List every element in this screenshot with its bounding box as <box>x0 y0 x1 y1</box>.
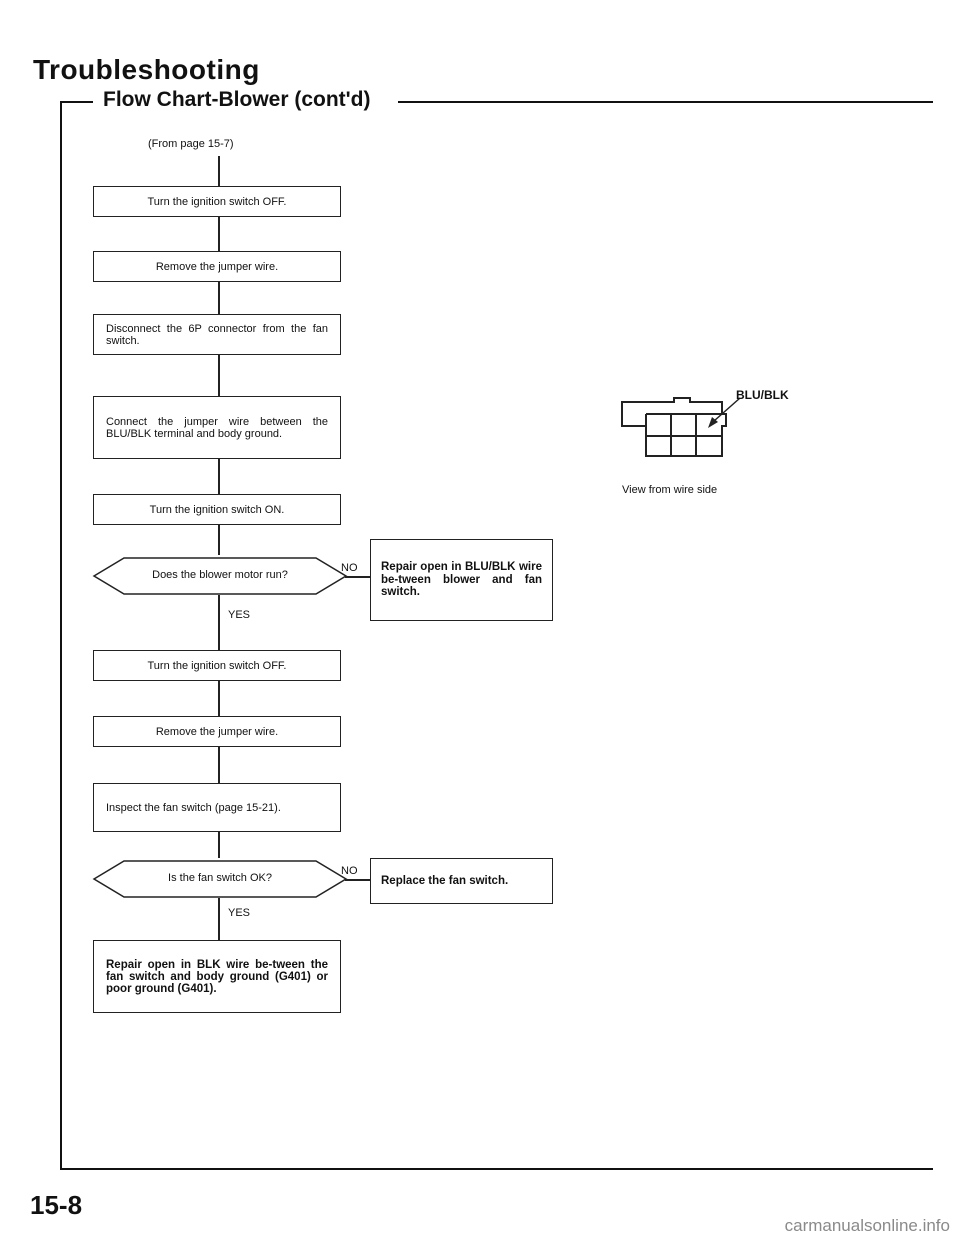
step-box: Inspect the fan switch (page 15-21). <box>93 783 341 832</box>
step-box: Remove the jumper wire. <box>93 716 341 747</box>
flow-connector <box>218 459 220 494</box>
step-box: Turn the ignition switch OFF. <box>93 186 341 217</box>
section-subtitle: Flow Chart-Blower (cont'd) <box>103 88 371 111</box>
page-number: 15-8 <box>30 1190 83 1220</box>
flow-connector <box>218 681 220 716</box>
decision-question: Is the fan switch OK? <box>168 872 272 884</box>
no-branch-line <box>345 576 370 578</box>
step-box: Turn the ignition switch OFF. <box>93 650 341 681</box>
flow-connector <box>218 156 220 186</box>
no-label: NO <box>341 865 358 877</box>
flow-connector <box>218 217 220 251</box>
flow-connector <box>218 832 220 858</box>
flow-connector <box>218 747 220 783</box>
yes-label: YES <box>228 609 251 621</box>
page-frame <box>60 101 933 1170</box>
page-title: Troubleshooting <box>33 54 260 85</box>
decision-question: Does the blower motor run? <box>152 569 288 581</box>
flow-connector <box>218 898 220 940</box>
connector-caption: View from wire side <box>622 484 718 496</box>
step-box: Connect the jumper wire between the BLU/… <box>93 396 341 459</box>
no-label: NO <box>341 562 358 574</box>
flow-connector <box>218 525 220 555</box>
no-branch-line <box>345 879 370 881</box>
terminal-label: BLU/BLK <box>736 388 789 402</box>
from-page-note: (From page 15-7) <box>148 138 234 150</box>
yes-label: YES <box>228 907 251 919</box>
step-box: Turn the ignition switch ON. <box>93 494 341 525</box>
final-repair-box: Repair open in BLK wire be-tween the fan… <box>93 940 341 1013</box>
step-box: Disconnect the 6P connector from the fan… <box>93 314 341 355</box>
repair-action-box: Repair open in BLU/BLK wire be-tween blo… <box>370 539 553 621</box>
connector-6p-diagram <box>621 397 741 457</box>
watermark: carmanualsonline.info <box>784 1216 950 1235</box>
replace-action-box: Replace the fan switch. <box>370 858 553 904</box>
step-box: Remove the jumper wire. <box>93 251 341 282</box>
flow-connector <box>218 595 220 650</box>
flow-connector <box>218 282 220 314</box>
flow-connector <box>218 355 220 396</box>
